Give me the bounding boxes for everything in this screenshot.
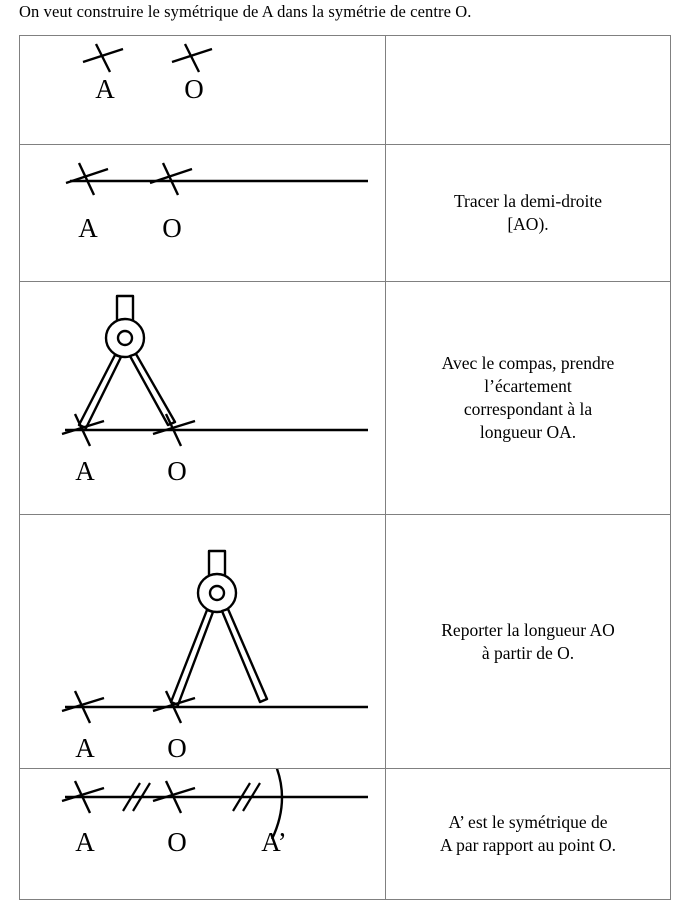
point-label-o: O <box>167 456 187 486</box>
point-label-a: A <box>75 827 95 857</box>
intro-sentence: On veut construire le symétrique de A da… <box>19 2 472 21</box>
cross-mark-a <box>82 43 124 73</box>
cross-mark-a <box>61 780 105 814</box>
instruction-line: A par rapport au point O. <box>440 835 616 855</box>
figure-svg: A O <box>61 549 368 763</box>
compass-icon <box>77 294 177 430</box>
instruction-line: correspondant à la <box>463 399 593 419</box>
instruction-line: à partir de O. <box>481 642 575 663</box>
figure-svg: A O A’ <box>61 769 368 857</box>
instruction-cell-step-4: Reporter la longueur AO à partir de O. <box>385 514 671 769</box>
point-label-o: O <box>167 733 187 763</box>
instruction-line: Tracer la demi-droite <box>453 191 603 211</box>
figure-compass-transfer: A O <box>20 515 385 768</box>
table-row: A O Reporter la longueur AO à partir de … <box>19 514 671 769</box>
table-row: A O <box>19 35 671 145</box>
figure-cell-step-1: A O <box>19 35 386 145</box>
instruction-line: A’ est le symétrique de <box>448 812 608 832</box>
point-label-a: A <box>75 733 95 763</box>
instruction-cell-step-5: A’ est le symétrique de A par rapport au… <box>385 768 671 900</box>
point-label-o: O <box>167 827 187 857</box>
compass-left-leg <box>169 608 215 707</box>
compass-arc-a-prime <box>270 769 284 840</box>
cross-mark-o <box>152 413 196 447</box>
instruction-cell-step-1 <box>385 35 671 145</box>
figure-cell-step-3: A O <box>19 281 386 515</box>
table-row: A O Avec le compas, prendre l’écartement… <box>19 281 671 515</box>
cross-mark-a <box>61 413 105 447</box>
figure-svg: A O <box>82 43 213 104</box>
figure-svg: A O <box>61 294 368 486</box>
construction-steps-table: A O <box>19 35 671 900</box>
instruction-line: l’écartement <box>484 376 572 396</box>
point-label-a-prime: A’ <box>261 827 287 857</box>
figure-points-only: A O <box>20 36 385 144</box>
figure-compass-spread: A O <box>20 282 385 514</box>
compass-right-leg <box>220 607 269 704</box>
compass-hinge-inner <box>116 329 134 347</box>
table-row: A O Tracer la demi-droite [AO). <box>19 144 671 282</box>
point-label-a: A <box>95 74 115 104</box>
double-tick-mark-ao <box>122 782 151 812</box>
point-label-a: A <box>78 213 98 243</box>
cross-mark-a <box>61 690 105 724</box>
compass-right-leg <box>128 352 177 427</box>
instruction-line: [AO). <box>507 214 549 234</box>
compass-icon <box>169 549 269 707</box>
figure-svg: A O <box>65 162 368 243</box>
cross-mark-o <box>152 780 196 814</box>
point-label-a: A <box>75 456 95 486</box>
point-label-o: O <box>162 213 182 243</box>
cross-mark-o <box>149 162 193 196</box>
point-label-o: O <box>184 74 204 104</box>
instruction-line: longueur OA. <box>479 422 577 442</box>
cross-mark-a <box>65 162 109 196</box>
instruction-line: Avec le compas, prendre <box>441 353 615 373</box>
cross-mark-o <box>171 43 213 73</box>
figure-cell-step-4: A O <box>19 514 386 769</box>
double-tick-mark-oa-prime <box>232 782 261 812</box>
instruction-cell-step-2: Tracer la demi-droite [AO). <box>385 144 671 282</box>
table-row: A O A’ A’ est le symétrique de A par rap… <box>19 768 671 900</box>
figure-half-line: A O <box>20 145 385 281</box>
compass-left-leg <box>77 353 123 430</box>
cross-mark-o <box>152 690 196 724</box>
figure-cell-step-5: A O A’ <box>19 768 386 900</box>
compass-hinge-inner <box>208 584 226 602</box>
figure-cell-step-2: A O <box>19 144 386 282</box>
instruction-line: Reporter la longueur AO <box>441 619 615 640</box>
instruction-cell-step-3: Avec le compas, prendre l’écartement cor… <box>385 281 671 515</box>
figure-result: A O A’ <box>20 769 385 899</box>
